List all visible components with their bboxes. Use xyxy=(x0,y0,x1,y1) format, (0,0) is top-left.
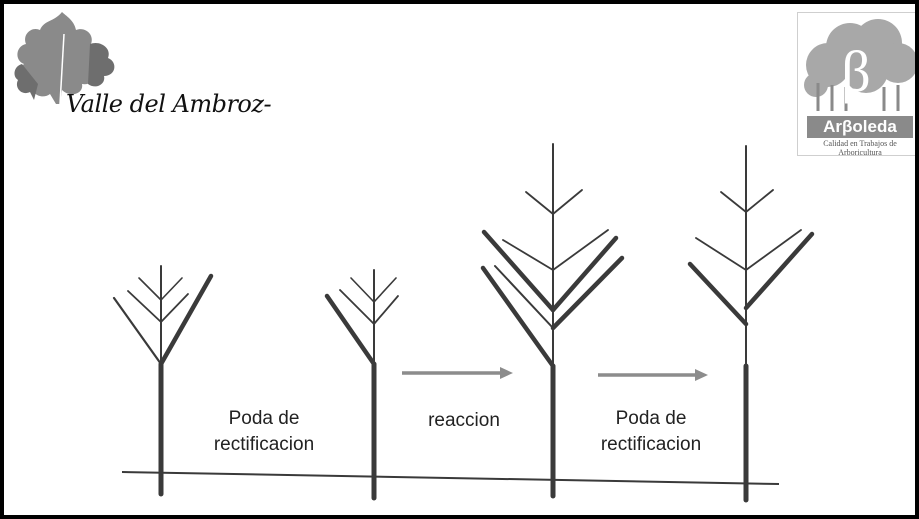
tree-4 xyxy=(687,145,815,503)
tree-3 xyxy=(480,143,625,499)
caption-first-pruning: Poda de rectificacion xyxy=(213,408,315,455)
svg-text:β: β xyxy=(841,39,871,104)
caption-reaction: reaccion xyxy=(428,410,500,431)
logo-tagline: Calidad en Trabajos de Arboricultura xyxy=(823,139,897,157)
diagram-canvas xyxy=(14,12,815,503)
tree-1 xyxy=(112,265,214,497)
ground-line xyxy=(121,471,780,485)
tree-2 xyxy=(324,269,399,501)
brand-name: Valle del Ambroz- xyxy=(66,90,272,118)
logo-name: Arβoleda xyxy=(807,116,913,138)
tree-logo-icon: β xyxy=(804,19,915,111)
caption-second-pruning: Poda de rectificacion xyxy=(600,408,702,455)
oak-leaf-icon xyxy=(14,12,115,105)
arboleda-logo: β Arβoleda Calidad en Trabajos de Arbori… xyxy=(797,12,915,157)
arrow-second-pruning xyxy=(598,369,708,381)
arrow-reaction xyxy=(402,367,513,379)
